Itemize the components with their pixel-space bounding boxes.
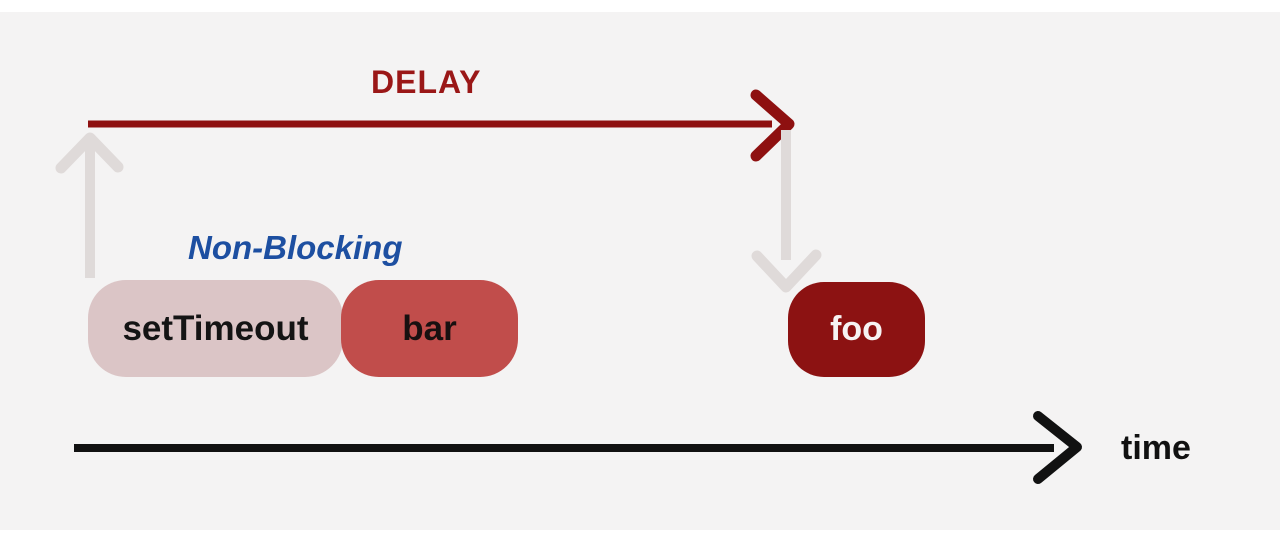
delay-label: DELAY [371,64,482,100]
node-foo-label: foo [830,310,883,348]
diagram-background-panel [0,12,1280,530]
node-foo: foo [788,282,925,377]
non-blocking-label: Non-Blocking [188,229,403,266]
node-bar-label: bar [402,308,457,348]
node-bar: bar [341,280,518,377]
time-axis-label: time [1121,429,1191,467]
node-settimeout: setTimeout [88,280,343,377]
node-settimeout-label: setTimeout [122,308,309,348]
